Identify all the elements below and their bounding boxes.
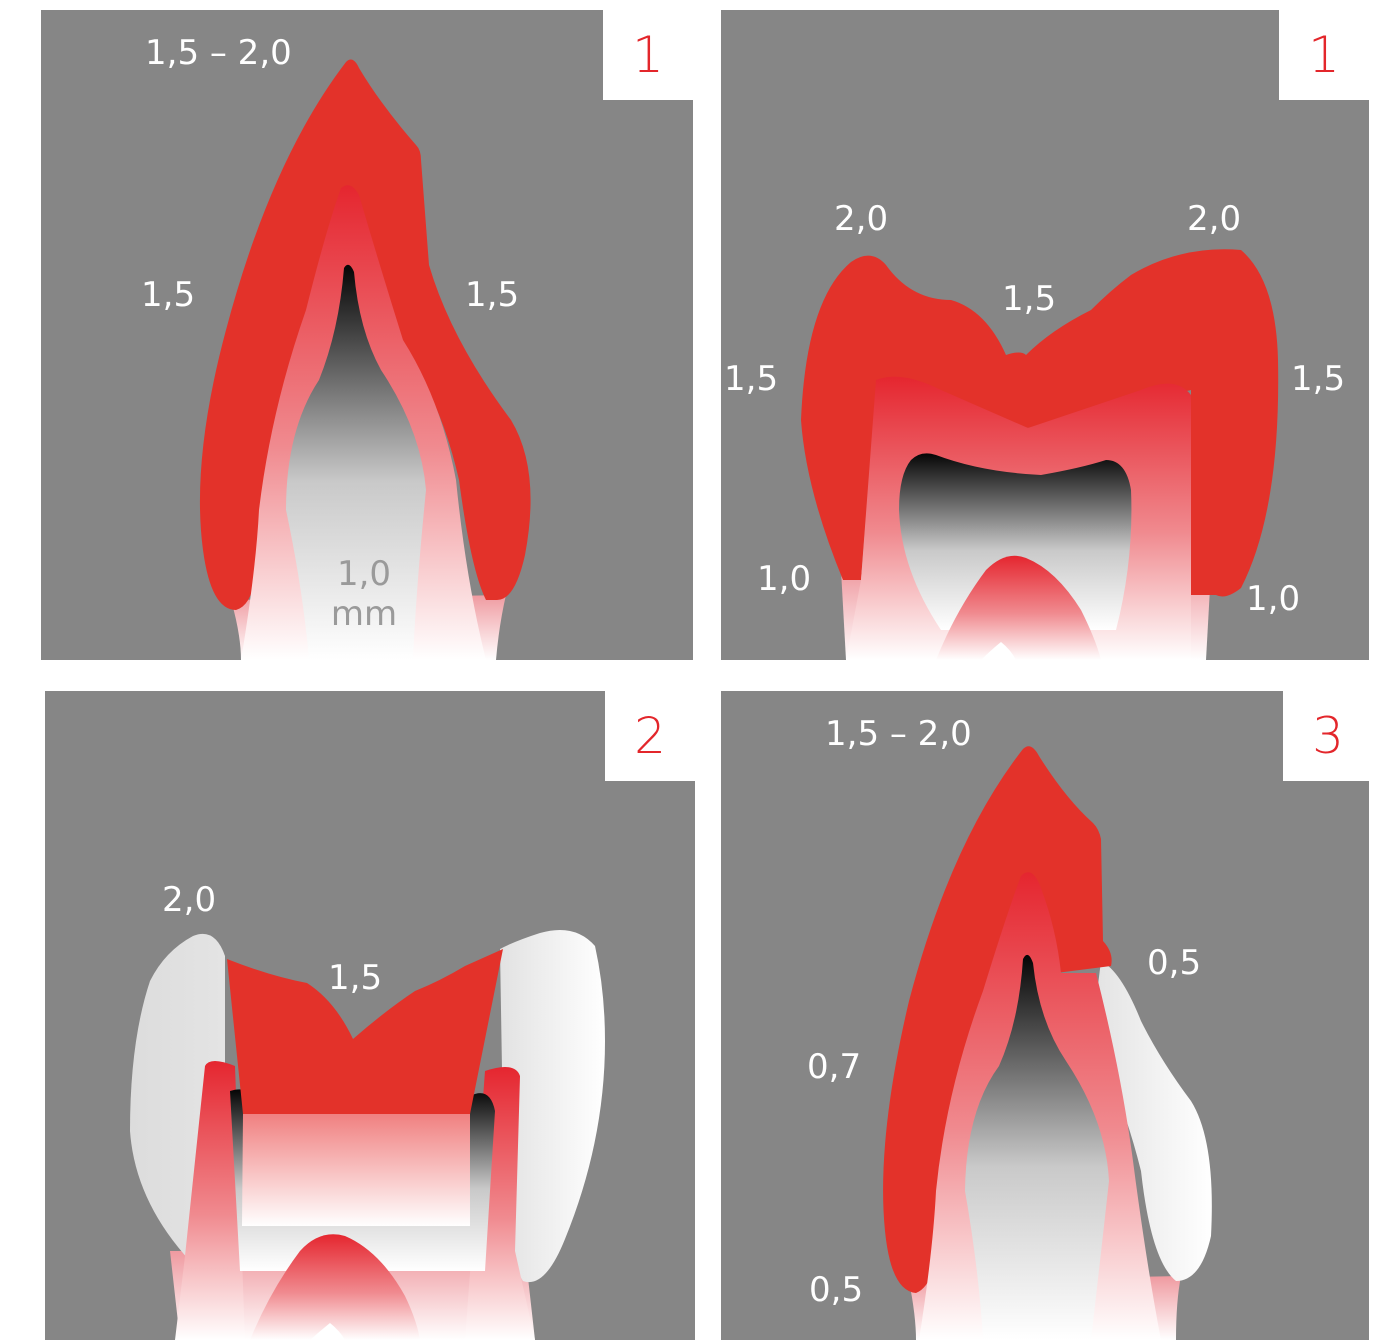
label-left-cusp-thickness: 2,0 — [834, 200, 888, 238]
label-incisal-thickness: 1,5 – 2,0 — [145, 34, 292, 72]
label-margin-thickness: 1,0 mm — [309, 554, 419, 634]
label-fissure-thickness: 1,5 — [328, 959, 382, 997]
label-right-margin-thickness: 1,0 — [1246, 580, 1300, 618]
veneer-tooth-diagram — [721, 691, 1369, 1340]
posterior-tooth-diagram — [721, 10, 1369, 660]
panel-anterior-partial: 3 1,5 – 2,0 0,5 0,7 0,5 — [721, 691, 1369, 1340]
unit-label: mm — [309, 594, 419, 634]
step-number-badge: 2 — [605, 691, 695, 781]
label-left-wall-thickness: 1,5 — [724, 360, 778, 398]
label-right-wall-thickness: 1,5 — [465, 276, 519, 314]
label-left-wall-thickness: 1,5 — [141, 276, 195, 314]
label-lingual-thickness: 0,5 — [1147, 944, 1201, 982]
label-fissure-thickness: 1,5 — [1002, 280, 1056, 318]
label-right-cusp-thickness: 2,0 — [1187, 200, 1241, 238]
panel-anterior-full: 1 1,5 – 2,0 1,5 1,5 1,0 mm — [41, 10, 693, 660]
panel-posterior-full: 1 2,0 2,0 1,5 1,5 1,5 1,0 1,0 — [721, 10, 1369, 660]
inlay-core — [242, 1114, 470, 1226]
step-number-badge: 1 — [1279, 10, 1369, 100]
label-cusp-thickness: 2,0 — [162, 881, 216, 919]
label-margin-thickness: 0,5 — [809, 1271, 863, 1309]
step-number-badge: 3 — [1283, 691, 1369, 781]
margin-value: 1,0 — [309, 554, 419, 594]
step-number-badge: 1 — [603, 10, 693, 100]
label-left-margin-thickness: 1,0 — [757, 560, 811, 598]
panel-posterior-inlay: 2 2,0 1,5 — [45, 691, 695, 1340]
label-right-wall-thickness: 1,5 — [1291, 360, 1345, 398]
label-labial-thickness: 0,7 — [807, 1048, 861, 1086]
label-incisal-thickness: 1,5 – 2,0 — [825, 715, 972, 753]
inlay-tooth-diagram — [45, 691, 695, 1340]
